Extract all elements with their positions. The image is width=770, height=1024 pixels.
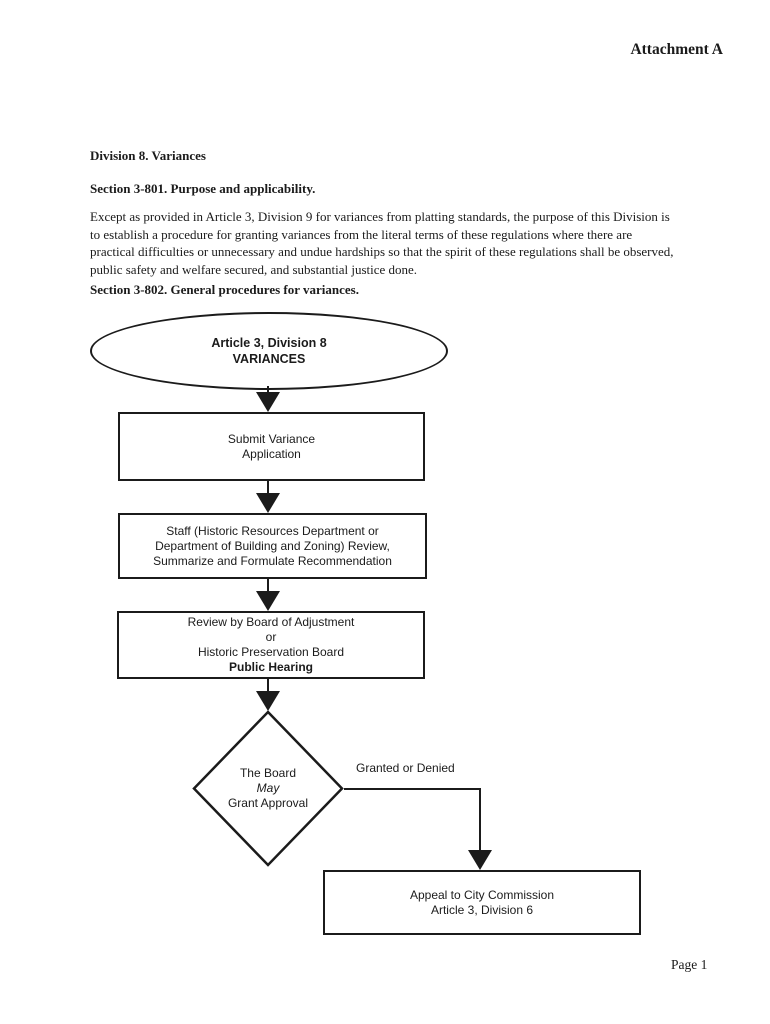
- staff-review-box: Staff (Historic Resources Department or …: [118, 513, 427, 579]
- section-802-heading: Section 3-802. General procedures for va…: [90, 282, 359, 297]
- start-ellipse-line: VARIANCES: [232, 352, 306, 366]
- staff-box-line: Department of Building and Zoning) Revie…: [155, 538, 390, 553]
- staff-box-line: Summarize and Formulate Recommendation: [153, 553, 392, 568]
- staff-box-line: Staff (Historic Resources Department or: [166, 523, 379, 538]
- review-box-line: or: [265, 630, 277, 644]
- decision-diamond: The Board May Grant Approval: [192, 710, 344, 867]
- appeal-commission-box: Appeal to City Commission Article 3, Div…: [323, 870, 641, 935]
- diamond-line: Grant Approval: [227, 796, 309, 810]
- start-ellipse-line: Article 3, Division 8: [211, 336, 327, 350]
- down-arrow-icon: [256, 591, 280, 611]
- arrow-stem: [267, 480, 269, 496]
- purpose-paragraph: Except as provided in Article 3, Divisio…: [90, 209, 674, 277]
- submit-application-box: Submit Variance Application: [118, 412, 425, 481]
- appeal-box-line: Appeal to City Commission: [409, 887, 555, 902]
- review-box-line: Review by Board of Adjustment: [187, 615, 355, 629]
- arrow-stem: [267, 386, 269, 396]
- diamond-shape: [192, 710, 344, 867]
- elbow-connector-horizontal: [344, 788, 481, 790]
- down-arrow-icon: [256, 691, 280, 711]
- down-arrow-icon: [256, 493, 280, 513]
- decision-diamond-text: The Board May Grant Approval: [192, 710, 344, 867]
- diamond-line: May: [256, 781, 280, 795]
- section-801-heading: Section 3-801. Purpose and applicability…: [90, 181, 316, 196]
- diamond-line: The Board: [239, 766, 297, 780]
- review-box-line: Public Hearing: [228, 660, 314, 674]
- division-heading: Division 8. Variances: [90, 148, 206, 163]
- start-ellipse: Article 3, Division 8 VARIANCES: [90, 312, 448, 390]
- arrow-stem: [267, 678, 269, 694]
- arrow-stem: [267, 578, 269, 594]
- down-arrow-icon: [468, 850, 492, 870]
- board-review-box: Review by Board of Adjustment or Histori…: [117, 611, 425, 679]
- down-arrow-icon: [256, 392, 280, 412]
- granted-denied-label: Granted or Denied: [356, 761, 455, 775]
- submit-box-line: Application: [242, 446, 301, 461]
- review-box-line: Historic Preservation Board: [197, 645, 345, 659]
- submit-box-line: Submit Variance: [227, 431, 316, 446]
- elbow-connector-vertical: [479, 788, 481, 851]
- appeal-box-line: Article 3, Division 6: [430, 902, 534, 917]
- attachment-label: Attachment A: [630, 41, 723, 58]
- page-number: Page 1: [671, 957, 708, 972]
